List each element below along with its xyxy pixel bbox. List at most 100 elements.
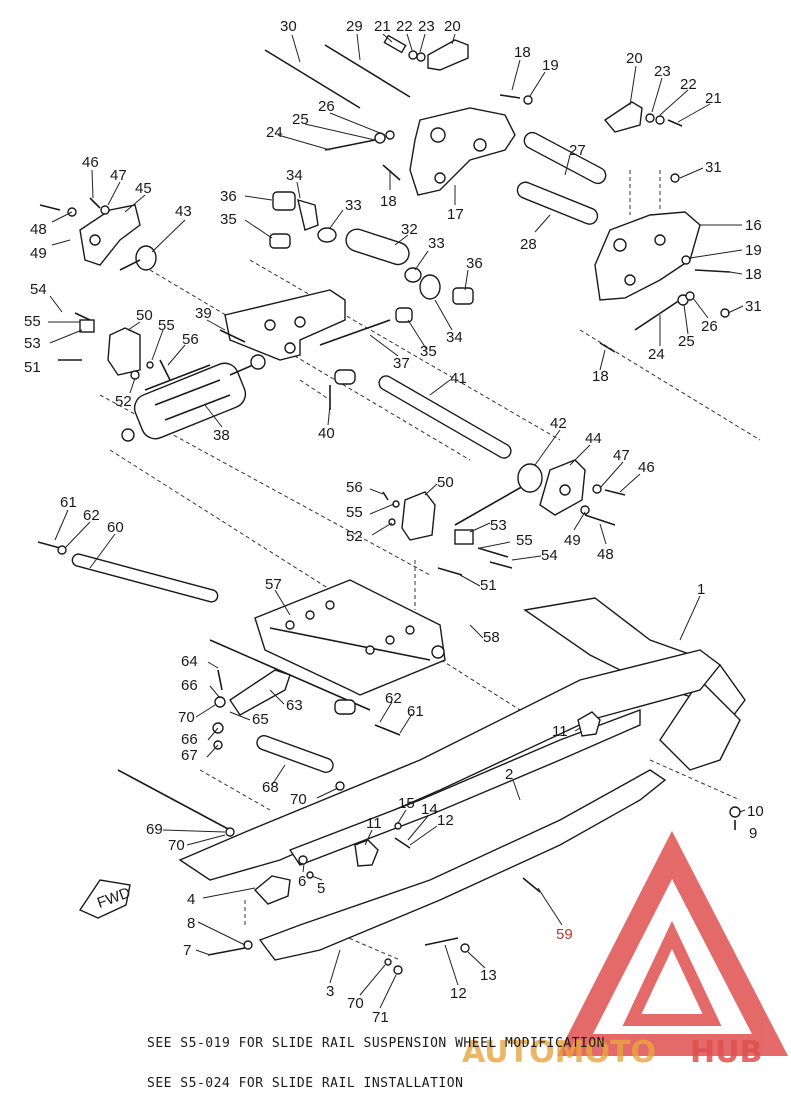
callout-58: 58 (483, 629, 500, 646)
callout-23: 23 (654, 63, 671, 80)
callout-54: 54 (30, 281, 47, 298)
callout-20: 20 (626, 50, 643, 67)
callout-70: 70 (347, 995, 364, 1012)
callout-15: 15 (398, 795, 415, 812)
shock-absorber (121, 354, 266, 442)
callout-70: 70 (178, 709, 195, 726)
callout-18: 18 (380, 193, 397, 210)
callout-26: 26 (318, 98, 335, 115)
callout-22: 22 (396, 18, 413, 35)
callout-55: 55 (516, 532, 533, 549)
callout-39: 39 (195, 305, 212, 322)
callout-18: 18 (745, 266, 762, 283)
callout-49: 49 (564, 532, 581, 549)
callout-21: 21 (374, 18, 391, 35)
callout-47: 47 (110, 167, 127, 184)
callout-57: 57 (265, 576, 282, 593)
callout-32: 32 (401, 221, 418, 238)
callout-54: 54 (541, 547, 558, 564)
callout-53: 53 (24, 335, 41, 352)
callout-48: 48 (597, 546, 614, 563)
callout-67: 67 (181, 747, 198, 764)
callout-51: 51 (24, 359, 41, 376)
callout-55: 55 (158, 317, 175, 334)
callout-2: 2 (505, 766, 513, 783)
callout-66: 66 (181, 677, 198, 694)
callout-11: 11 (552, 723, 568, 740)
callout-28: 28 (520, 236, 537, 253)
callout-10: 10 (747, 803, 764, 820)
callout-55: 55 (346, 504, 363, 521)
callout-7: 7 (183, 942, 191, 959)
callout-1: 1 (697, 581, 705, 598)
callout-63: 63 (286, 697, 303, 714)
parts-lower (37, 541, 746, 975)
parts-middle (39, 191, 626, 576)
callout-50: 50 (437, 474, 454, 491)
callout-53: 53 (490, 517, 507, 534)
callout-34: 34 (446, 329, 463, 346)
watermark-text-automoto: AUTOMOTO (462, 1035, 656, 1070)
callout-64: 64 (181, 653, 198, 670)
callout-59: 59 (556, 926, 573, 943)
callout-4: 4 (187, 891, 195, 908)
callout-62: 62 (385, 690, 402, 707)
callout-44: 44 (585, 430, 602, 447)
callout-18: 18 (592, 368, 609, 385)
callout-17: 17 (447, 206, 464, 223)
callout-45: 45 (135, 180, 152, 197)
callout-23: 23 (418, 18, 435, 35)
callout-18: 18 (514, 44, 531, 61)
watermark-text-hub: HUB (690, 1035, 762, 1070)
callout-55: 55 (24, 313, 41, 330)
callout-19: 19 (745, 242, 762, 259)
callout-60: 60 (107, 519, 124, 536)
parts-top (264, 34, 731, 353)
callout-68: 68 (262, 779, 279, 796)
callout-61: 61 (60, 494, 77, 511)
callout-26: 26 (701, 318, 718, 335)
callout-56: 56 (182, 331, 199, 348)
callout-36: 36 (466, 255, 483, 272)
callout-14: 14 (421, 801, 438, 818)
callout-43: 43 (175, 203, 192, 220)
callout-9: 9 (749, 825, 757, 842)
callout-50: 50 (136, 307, 153, 324)
callout-25: 25 (678, 333, 695, 350)
callout-37: 37 (393, 355, 410, 372)
callout-8: 8 (187, 915, 195, 932)
callout-61: 61 (407, 703, 424, 720)
callout-13: 13 (480, 967, 497, 984)
callout-30: 30 (280, 18, 297, 35)
note-slide-rail-installation: SEE S5-024 FOR SLIDE RAIL INSTALLATION (147, 1076, 464, 1091)
callout-65: 65 (252, 711, 269, 728)
callout-33: 33 (428, 235, 445, 252)
callout-31: 31 (745, 298, 762, 315)
callout-42: 42 (550, 415, 567, 432)
callout-35: 35 (220, 211, 237, 228)
callout-11: 11 (366, 815, 382, 832)
callout-3: 3 (326, 983, 334, 1000)
callout-69: 69 (146, 821, 163, 838)
callout-5: 5 (317, 880, 325, 897)
callout-29: 29 (346, 18, 363, 35)
callout-24: 24 (648, 346, 665, 363)
callout-70: 70 (290, 791, 307, 808)
callout-31: 31 (705, 159, 722, 176)
callout-35: 35 (420, 343, 437, 360)
callout-52: 52 (115, 393, 132, 410)
callout-41: 41 (450, 370, 467, 387)
callout-51: 51 (480, 577, 497, 594)
callout-20: 20 (444, 18, 461, 35)
callout-48: 48 (30, 221, 47, 238)
callout-38: 38 (213, 427, 230, 444)
callout-47: 47 (613, 447, 630, 464)
callout-70: 70 (168, 837, 185, 854)
callout-46: 46 (82, 154, 99, 171)
callout-labels: 30 29 21 22 23 20 18 19 26 25 24 18 17 2… (24, 18, 764, 1026)
callout-12: 12 (437, 812, 454, 829)
leader-lines (48, 33, 746, 1009)
callout-40: 40 (318, 425, 335, 442)
callout-16: 16 (745, 217, 762, 234)
note-wheel-modification: SEE S5-019 FOR SLIDE RAIL SUSPENSION WHE… (147, 1036, 605, 1051)
